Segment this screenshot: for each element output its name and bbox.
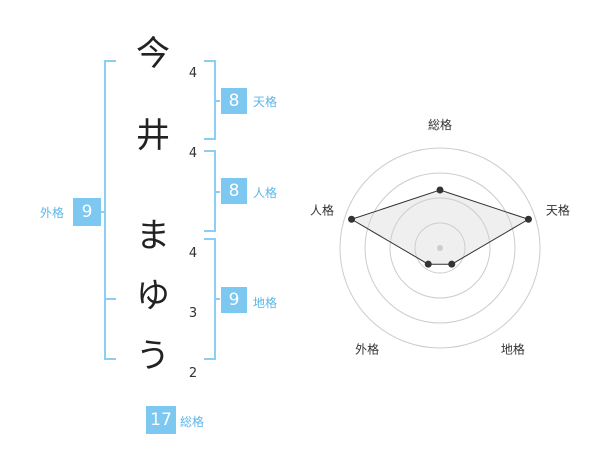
- jinkaku-value: 8: [221, 178, 247, 204]
- radar-point-1: [436, 186, 444, 194]
- name-char-2: 井: [136, 116, 170, 156]
- radar-axis-label-2: 天格: [546, 203, 570, 218]
- radar-point-5: [348, 215, 356, 223]
- stroke-count-1: 4: [188, 66, 198, 81]
- radar-point-2: [524, 215, 532, 223]
- jinkaku-connector: [214, 191, 220, 193]
- jinkaku-label: 人格: [253, 186, 278, 200]
- chikaku-connector: [214, 298, 220, 300]
- stroke-count-3: 4: [188, 246, 198, 261]
- stroke-count-5: 2: [188, 366, 198, 381]
- radar-data-polygon: [350, 189, 530, 265]
- chikaku-label: 地格: [253, 296, 278, 310]
- radar-point-3: [448, 260, 456, 268]
- name-char-1: 今: [136, 34, 170, 74]
- name-char-3: ま: [136, 216, 170, 256]
- gaikaku-label: 外格: [40, 206, 65, 220]
- chikaku-value: 9: [221, 287, 247, 313]
- gaikaku-bracket: [104, 60, 116, 360]
- radar-axis-label-1: 総格: [428, 117, 452, 132]
- radar-center-dot: [437, 245, 443, 251]
- name-char-4: ゆ: [136, 276, 170, 316]
- radar-point-4: [424, 260, 432, 268]
- tenkaku-label: 天格: [253, 95, 278, 109]
- gaikaku-bracket-mid-tick: [104, 298, 116, 300]
- tenkaku-connector: [214, 100, 220, 102]
- stroke-count-4: 3: [188, 306, 198, 321]
- radar-axis-label-5: 人格: [310, 203, 334, 218]
- name-char-5: う: [136, 336, 170, 376]
- radar-axis-label-4: 外格: [355, 341, 379, 356]
- soukaku-value: 17: [146, 406, 176, 434]
- gaikaku-connector: [100, 211, 106, 213]
- soukaku-label: 総格: [180, 415, 205, 429]
- tenkaku-value: 8: [221, 88, 247, 114]
- stroke-count-2: 4: [188, 146, 198, 161]
- gaikaku-value: 9: [73, 198, 101, 226]
- radar-axis-label-3: 地格: [501, 341, 525, 356]
